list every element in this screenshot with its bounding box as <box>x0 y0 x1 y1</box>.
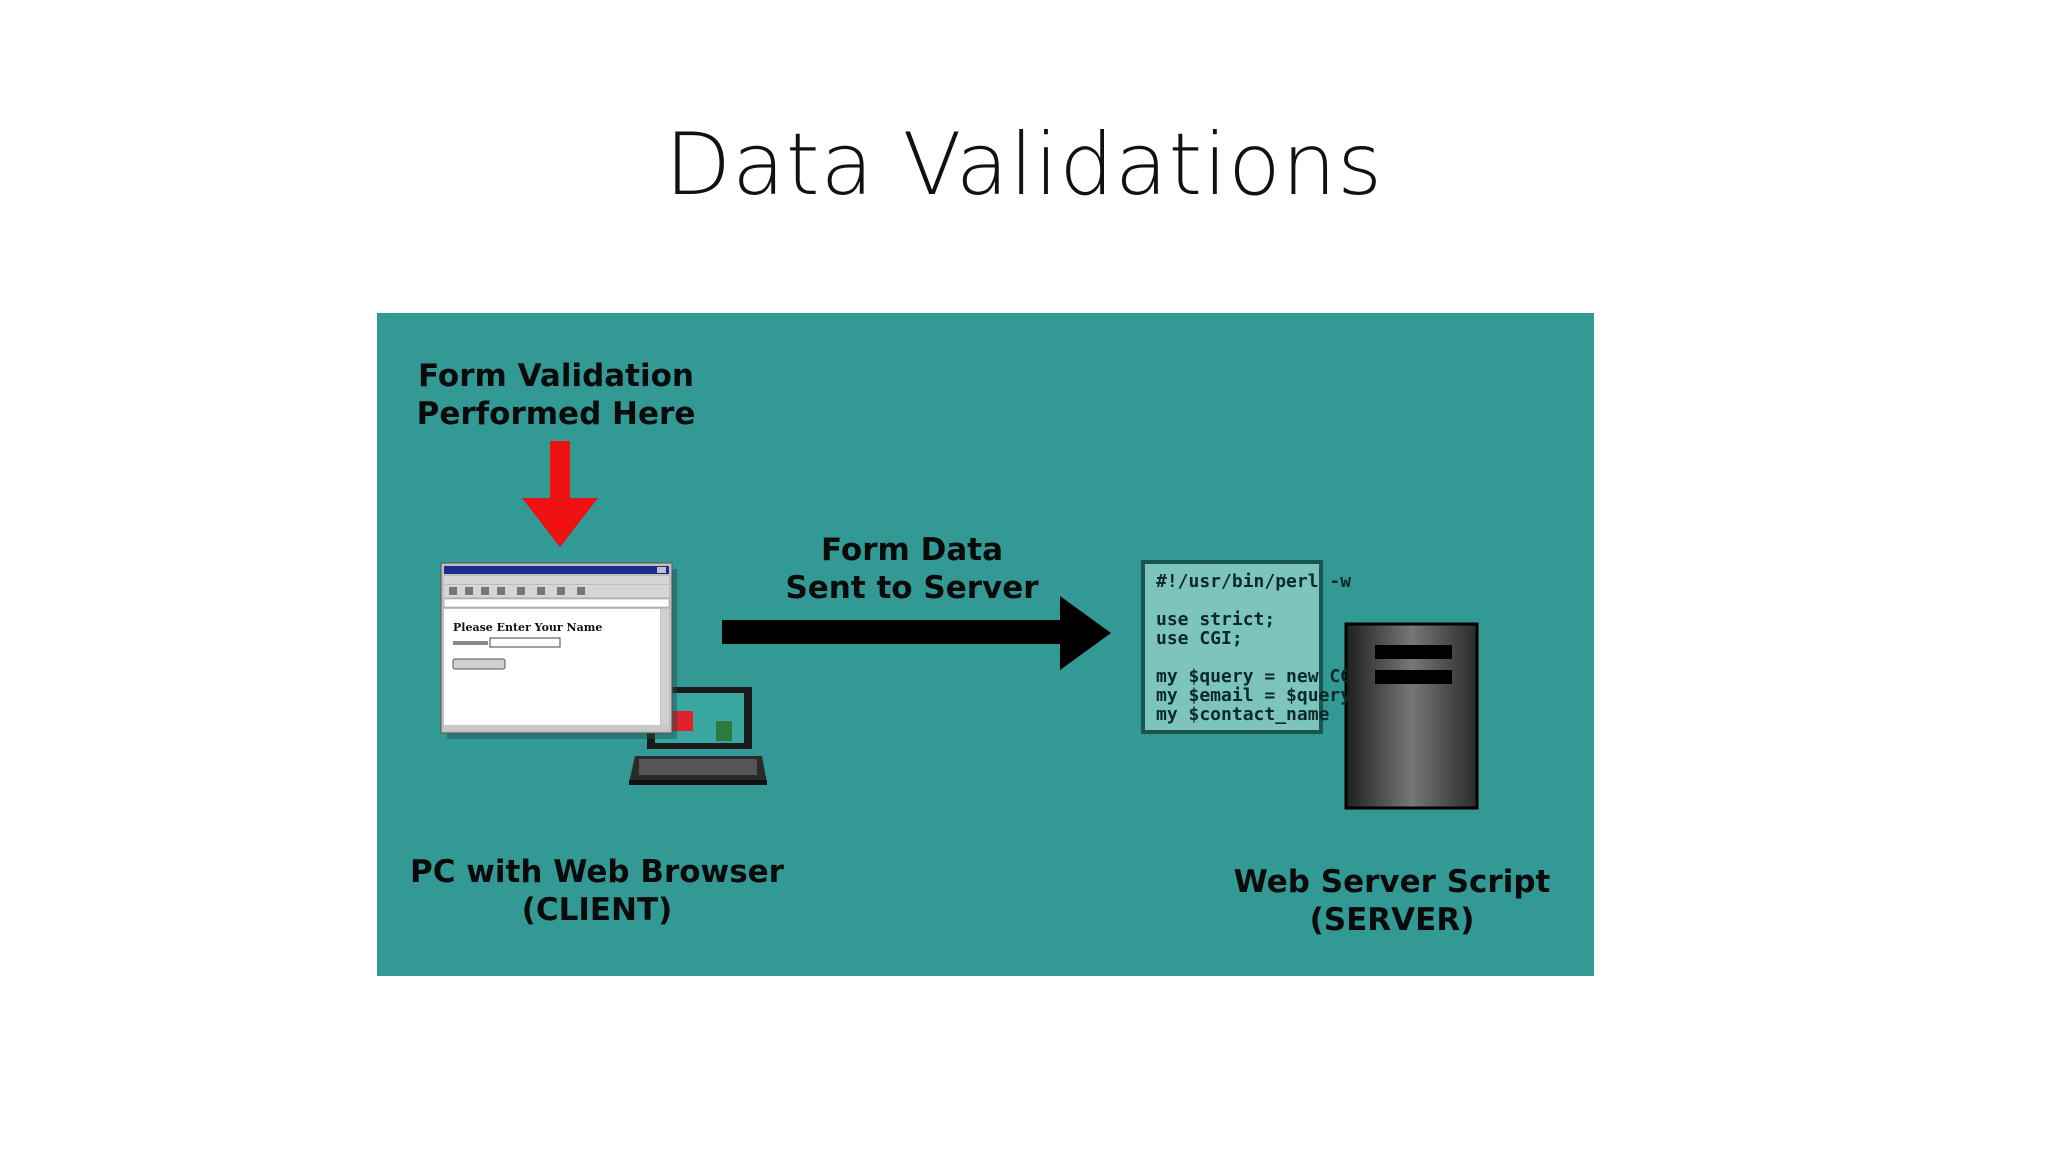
right-arrow-icon <box>722 596 1111 670</box>
code-line: use CGI; <box>1156 628 1243 649</box>
down-arrow-icon <box>522 441 598 547</box>
web-browser-window: Please Enter Your Name <box>441 563 677 739</box>
client-server-diagram: Form Validation Performed Here Form Data… <box>377 313 1594 976</box>
form-heading: Please Enter Your Name <box>453 621 602 634</box>
code-line: my $query = new CG <box>1156 666 1351 687</box>
code-line: my $contact_name <box>1156 704 1330 725</box>
code-line: use strict; <box>1156 609 1275 630</box>
code-line: my $email = $query <box>1156 685 1351 706</box>
code-line: #!/usr/bin/perl -w <box>1156 571 1351 592</box>
diagram-graphics: Please Enter Your Name <box>377 313 1594 976</box>
server-tower-icon <box>1346 624 1477 808</box>
slide-title: Data Validations <box>0 118 2048 213</box>
perl-script-panel: #!/usr/bin/perl -w use strict; use CGI; … <box>1143 562 1351 732</box>
